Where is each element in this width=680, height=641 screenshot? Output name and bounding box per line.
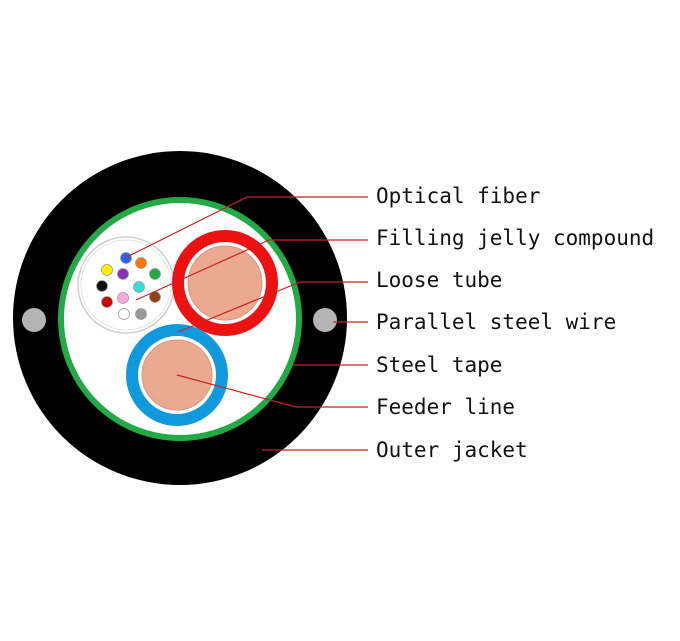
leader-filling-jelly <box>135 239 270 301</box>
leader-loose-tube <box>177 281 301 333</box>
label-loose-tube: Loose tube <box>376 268 502 292</box>
label-filling-jelly-compound: Filling jelly compound <box>376 226 654 250</box>
leader-lines <box>124 196 368 451</box>
leader-optical-fiber <box>124 196 248 259</box>
optical-fiber-12 <box>135 308 147 320</box>
optical-fiber-7 <box>133 281 145 293</box>
optical-fiber-11 <box>118 308 130 320</box>
label-optical-fiber: Optical fiber <box>376 184 540 208</box>
label-outer-jacket: Outer jacket <box>376 438 528 462</box>
steel-wire-right <box>313 308 337 332</box>
optical-fiber-3 <box>135 257 147 269</box>
optical-fiber-5 <box>96 280 108 292</box>
loose-tube-core <box>187 245 263 321</box>
fiber-tube-inner <box>80 239 172 331</box>
optical-fiber-8 <box>101 296 113 308</box>
label-parallel-steel-wire: Parallel steel wire <box>376 310 616 334</box>
optical-fiber-2 <box>101 264 113 276</box>
label-feeder-line: Feeder line <box>376 395 515 419</box>
steel-wire-left <box>22 308 46 332</box>
optical-fiber-4 <box>149 268 161 280</box>
leader-feeder-line <box>176 374 297 408</box>
optical-fibers <box>96 252 161 320</box>
optical-fiber-9 <box>117 292 129 304</box>
optical-fiber-6 <box>117 268 129 280</box>
label-steel-tape: Steel tape <box>376 353 502 377</box>
